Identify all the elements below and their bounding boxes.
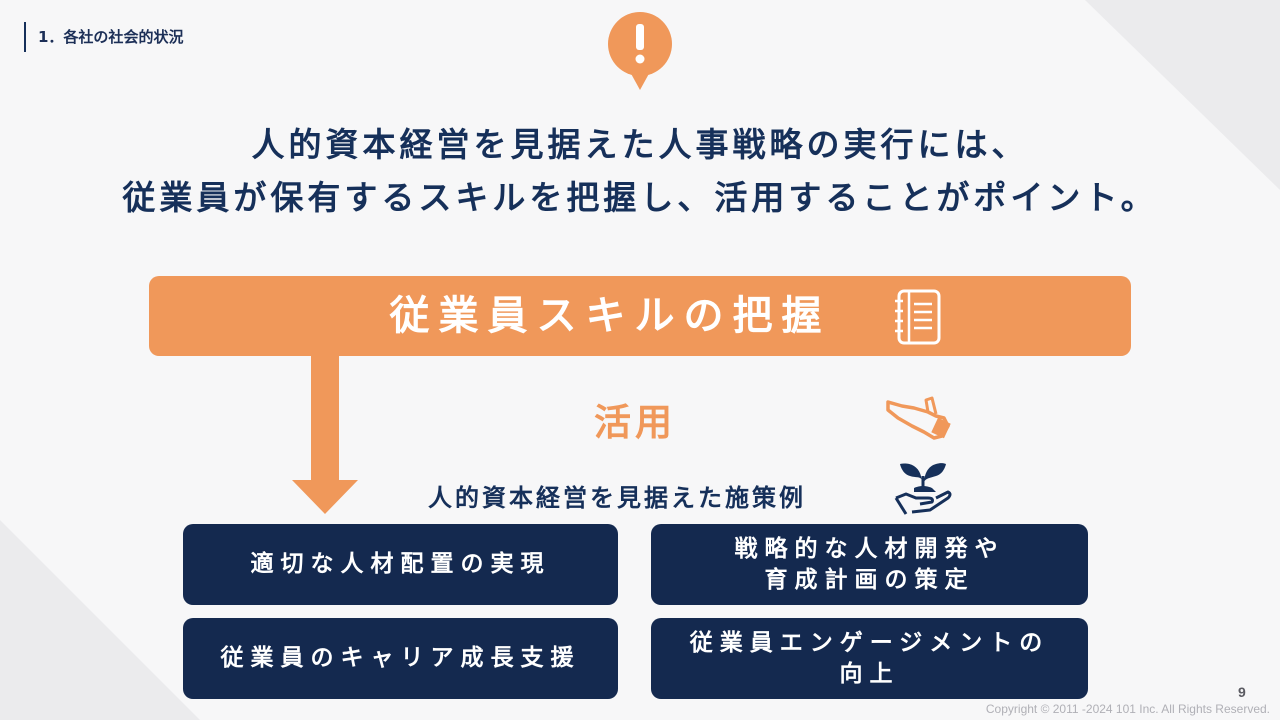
measures-label: 人的資本経営を見据えた施策例 bbox=[428, 484, 806, 512]
headline-line-1: 人的資本経営を見据えた人事戦略の実行には、 bbox=[251, 125, 1029, 164]
notebook-icon bbox=[895, 289, 941, 345]
copyright: Copyright © 2011 -2024 101 Inc. All Righ… bbox=[985, 702, 1270, 716]
exclamation-bubble-icon bbox=[608, 12, 672, 90]
section-label: 1．各社の社会的状況 bbox=[24, 22, 183, 52]
page-number: 9 bbox=[1238, 684, 1246, 700]
headline-line-2: 従業員が保有するスキルを把握し、活用することがポイント。 bbox=[122, 178, 1158, 217]
utilization-label: 活用 bbox=[594, 401, 676, 444]
skill-banner: 従業員スキルの把握 bbox=[149, 276, 1131, 356]
pointing-hand-icon bbox=[886, 396, 951, 440]
measure-card-engagement: 従業員エンゲージメントの 向上 bbox=[651, 618, 1088, 699]
banner-title: 従業員スキルの把握 bbox=[389, 293, 831, 339]
measure-card-placement: 適切な人材配置の実現 bbox=[183, 524, 618, 605]
sprout-in-hand-icon bbox=[894, 463, 952, 515]
measure-card-career: 従業員のキャリア成長支援 bbox=[183, 618, 618, 699]
down-arrow bbox=[292, 356, 358, 514]
measure-card-development: 戦略的な人材開発や 育成計画の策定 bbox=[651, 524, 1088, 605]
headline: 人的資本経営を見据えた人事戦略の実行には、 従業員が保有するスキルを把握し、活用… bbox=[0, 118, 1280, 224]
